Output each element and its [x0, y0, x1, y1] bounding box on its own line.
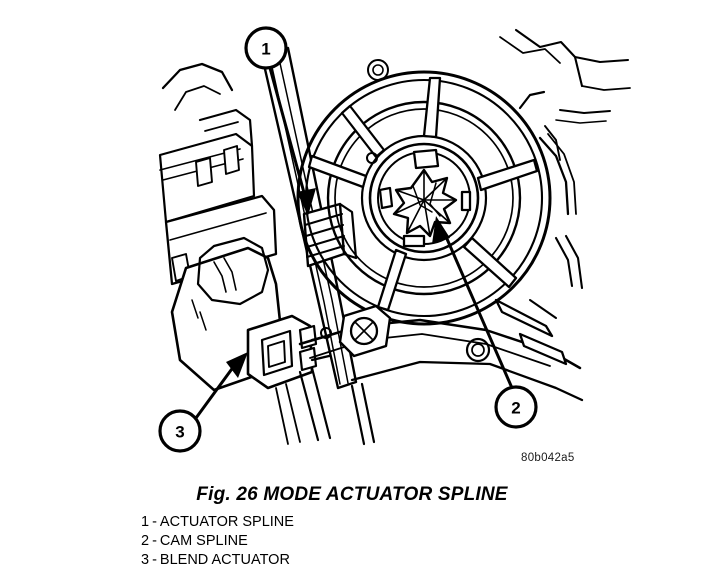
leader-lines [194, 66, 514, 420]
cam-wheel-mount-holes [320, 59, 491, 363]
instrument-panel-structure [158, 62, 278, 286]
leader-line-2 [442, 230, 514, 390]
callout-1-number: 1 [261, 40, 270, 59]
legend-item-2-number: 2 [141, 533, 150, 549]
callout-1[interactable]: 1 [244, 26, 288, 70]
part-code-label: 80b042a5 [521, 452, 575, 464]
legend-item-1-number: 1 [141, 514, 150, 530]
callout-1-circle[interactable] [244, 26, 288, 70]
legend-item-1-label: ACTUATOR SPLINE [159, 514, 294, 530]
cam-wheel-spokes [307, 76, 539, 312]
legend-item-2-label: CAM SPLINE [159, 533, 248, 549]
legend-item-2-separator: - [152, 533, 157, 549]
arrowhead-1 [297, 188, 316, 216]
pivot-block [338, 304, 392, 358]
figure-legend: 1-ACTUATOR SPLINE 2-CAM SPLINE 3-BLEND A… [141, 513, 561, 570]
legend-item-2: 2-CAM SPLINE [141, 532, 561, 551]
leader-line-1 [268, 66, 308, 202]
legend-item-1-separator: - [152, 514, 157, 530]
legend-item-3-separator: - [152, 552, 157, 568]
right-duct-edges [538, 133, 584, 290]
legend-item-1: 1-ACTUATOR SPLINE [141, 513, 561, 532]
callout-3-number: 3 [175, 423, 184, 442]
legend-item-3-number: 3 [141, 552, 150, 568]
figure-caption: Fig. 26 MODE ACTUATOR SPLINE [196, 484, 508, 505]
technical-illustration: 1 2 3 [0, 0, 704, 478]
leader-line-3 [194, 364, 236, 420]
cam-spline-star-gear [392, 168, 458, 238]
legend-item-3-label: BLEND ACTUATOR [159, 552, 290, 568]
illustration-background [0, 0, 704, 478]
callout-3[interactable]: 3 [158, 409, 202, 453]
legend-item-3: 3-BLEND ACTUATOR [141, 551, 561, 570]
arrowhead-3 [226, 352, 248, 378]
callout-2-circle[interactable] [494, 385, 538, 429]
cam-wheel-inner-hub [368, 142, 480, 254]
arrowhead-2 [432, 216, 450, 244]
callout-2-number: 2 [511, 399, 520, 418]
illustration-svg: 1 2 3 [0, 0, 704, 478]
callout-3-circle[interactable] [158, 409, 202, 453]
background-duct-structure [499, 28, 631, 161]
callout-2[interactable]: 2 [494, 385, 538, 429]
